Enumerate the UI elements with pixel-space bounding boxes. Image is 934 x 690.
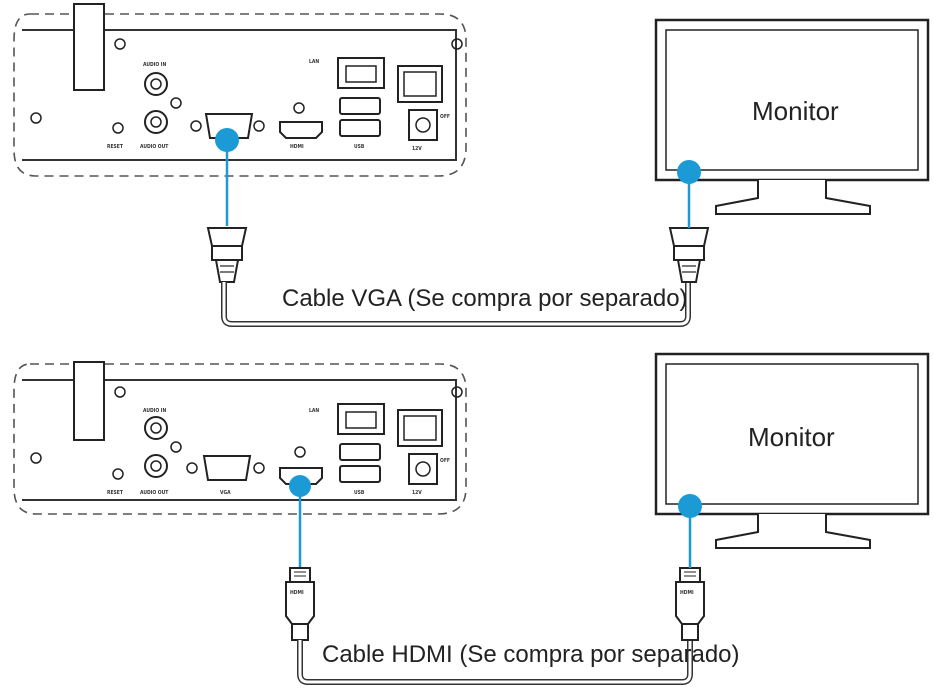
reset-label: RESET: [107, 490, 124, 496]
power-switch-icon: [397, 409, 443, 447]
hdmi-plug-text: HDMI: [290, 590, 304, 596]
off-label: OFF: [440, 458, 450, 464]
vga-cable-caption: Cable VGA (Se compra por separado): [282, 285, 688, 312]
reset-button: [112, 122, 124, 134]
vga-port-label: VGA: [220, 490, 231, 496]
usb-port-1: [339, 97, 381, 115]
audio-in-label: AUDIO IN: [143, 408, 166, 414]
audio-out-jack: [144, 454, 168, 478]
power-label: 12V: [412, 146, 422, 152]
hdmi-port: [279, 467, 323, 485]
audio-out-label: AUDIO OUT: [140, 144, 169, 150]
lan-port: [337, 57, 385, 89]
usb-port-2: [339, 465, 381, 483]
nvr-device-bottom: RESET AUDIO IN AUDIO OUT VGA LAN USB: [13, 361, 467, 515]
lan-label: LAN: [309, 408, 319, 414]
dc-jack: [408, 109, 438, 141]
hdmi-port-label: HDMI: [290, 144, 304, 150]
monitor-icon: Monitor: [654, 352, 930, 549]
lan-label: LAN: [309, 59, 319, 65]
vga-port: [204, 113, 254, 139]
hdmi-connection-diagram: RESET AUDIO IN AUDIO OUT VGA LAN USB: [13, 352, 930, 685]
usb-label: USB: [354, 144, 365, 150]
antenna: [73, 3, 105, 91]
usb-label: USB: [354, 490, 365, 496]
hdmi-port: [279, 121, 323, 139]
vga-connector-icon: [668, 227, 710, 283]
hdmi-connector-icon: HDMI: [675, 567, 705, 641]
audio-in-jack: [144, 72, 168, 96]
hdmi-connector-icon: HDMI: [285, 567, 315, 641]
audio-out-jack: [144, 110, 168, 134]
monitor-port-highlight: [677, 160, 701, 184]
power-switch-icon: [397, 65, 443, 103]
usb-port-2: [339, 119, 381, 137]
nvr-device-top: RESET AUDIO IN AUDIO OUT HDMI LAN USB: [13, 3, 467, 177]
lan-port: [337, 403, 385, 435]
monitor-port-highlight: [678, 494, 702, 518]
audio-in-label: AUDIO IN: [143, 62, 166, 68]
audio-in-jack: [144, 416, 168, 440]
usb-port-1: [339, 443, 381, 461]
monitor-label: Monitor: [748, 422, 835, 452]
monitor-icon: Monitor: [654, 18, 930, 215]
hdmi-cable-caption: Cable HDMI (Se compra por separado): [322, 641, 740, 668]
reset-label: RESET: [107, 144, 124, 150]
monitor-label: Monitor: [752, 96, 839, 126]
reset-button: [112, 468, 124, 480]
antenna: [73, 361, 105, 441]
vga-port-highlight: [215, 128, 239, 152]
dc-jack: [408, 453, 438, 485]
vga-port: [202, 455, 252, 481]
off-label: OFF: [440, 114, 450, 120]
hdmi-port-highlight: [289, 475, 311, 497]
audio-out-label: AUDIO OUT: [140, 490, 169, 496]
vga-connection-diagram: RESET AUDIO IN AUDIO OUT HDMI LAN USB: [13, 3, 930, 327]
power-label: 12V: [412, 490, 422, 496]
vga-connector-icon: [206, 227, 248, 283]
hdmi-plug-text: HDMI: [680, 590, 694, 596]
